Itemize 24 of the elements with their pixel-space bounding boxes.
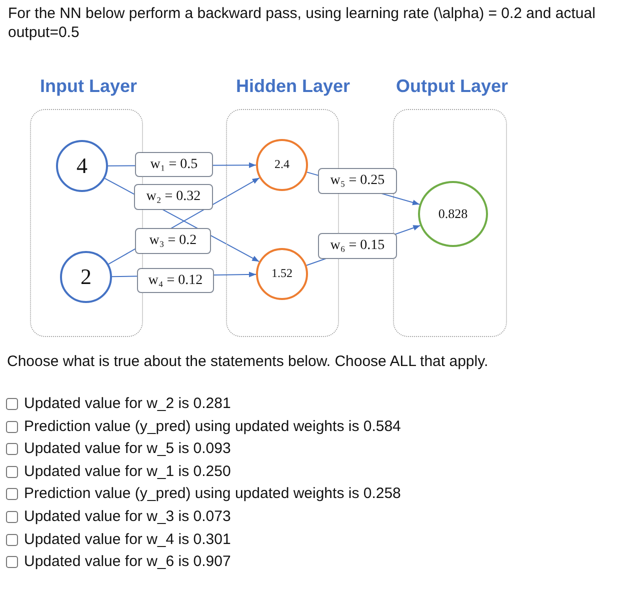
neuron-circle: 2 [60,251,112,303]
option-text: Updated value for w_6 is 0.907 [24,552,231,572]
weight-label: w₁ = 0.5 [135,152,213,177]
option-text: Updated value for w_3 is 0.073 [24,507,231,527]
neuron-circle: 2.4 [256,139,308,191]
layer-heading: Input Layer [40,75,138,98]
neuron-circle: 1.52 [256,248,308,300]
weight-label: w₅ = 0.25 [318,168,397,194]
layer-heading: Hidden Layer [236,75,350,98]
instruction-text: Choose what is true about the statements below. Choose ALL that apply. [7,352,488,372]
option-text: Prediction value (y_pred) using updated weights is 0.258 [24,484,401,504]
neuron-circle: 4 [56,140,108,192]
option-text: Updated value for w_2 is 0.281 [24,394,231,414]
weight-label: w₂ = 0.32 [134,184,213,210]
weight-label: w₃ = 0.2 [135,228,211,254]
option-text: Updated value for w_1 is 0.250 [24,462,231,482]
question-text: For the NN below perform a backward pass, using learning rate (\alpha) = 0.2 and actual output=0.5 [8,4,596,42]
option-text: Updated value for w_5 is 0.093 [24,439,231,460]
option-text: Updated value for w_4 is 0.301 [24,530,231,550]
weight-label: w₆ = 0.15 [318,233,397,259]
option-text: Prediction value (y_pred) using updated weights is 0.584 [24,416,401,437]
layer-heading: Output Layer [396,75,508,98]
neuron-circle: 0.828 [418,181,488,247]
weight-label: w₄ = 0.12 [137,268,214,293]
